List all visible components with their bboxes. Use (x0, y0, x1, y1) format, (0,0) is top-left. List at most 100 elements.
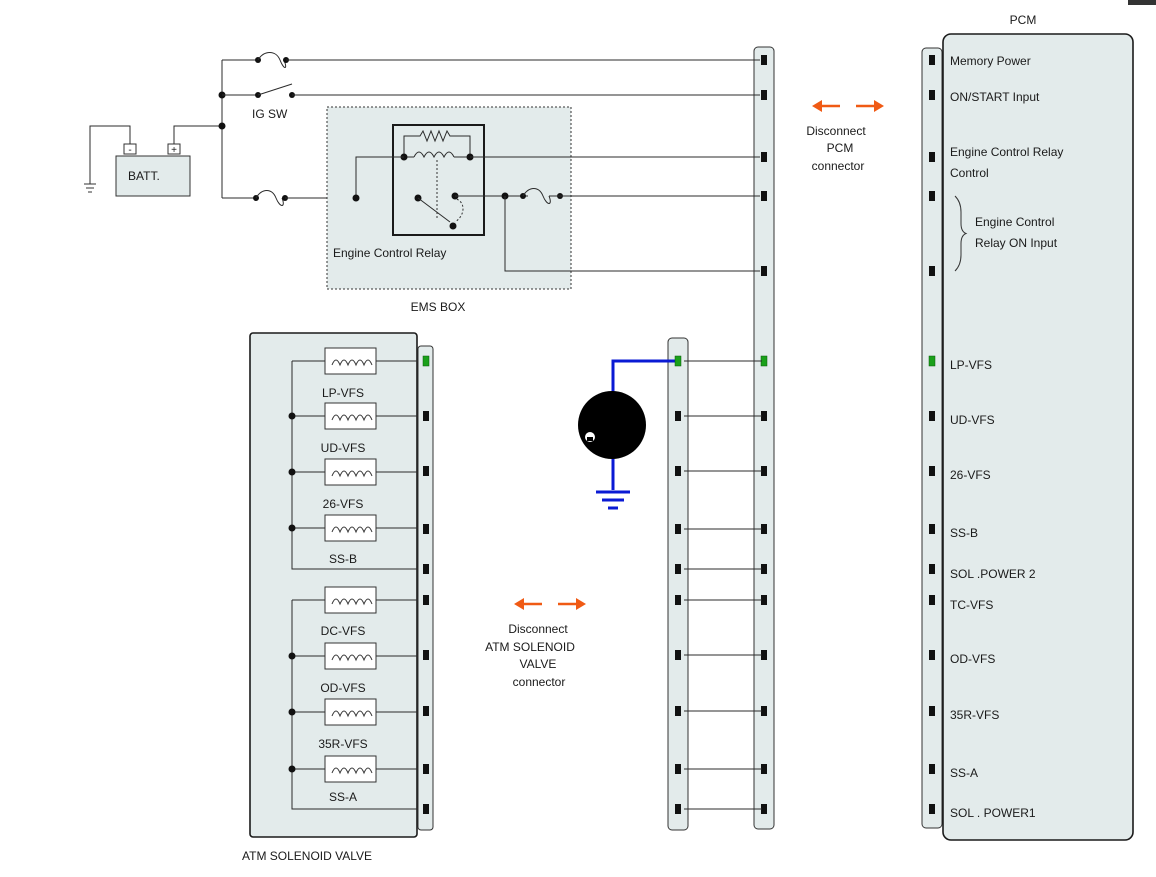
solenoid-coil-icon (324, 514, 377, 542)
atm-harness-pin[interactable] (675, 595, 681, 605)
atm-harness-pin[interactable] (675, 524, 681, 534)
atm-solenoid-pin[interactable] (423, 764, 429, 774)
pcm-harness-pin[interactable] (761, 650, 767, 660)
pcm-harness-pin[interactable] (761, 524, 767, 534)
ems-box: EMS BOX Engine Control Relay (326, 106, 760, 314)
pcm-pin-memory-power[interactable]: Memory Power (929, 54, 1031, 68)
pcm-harness-pin[interactable] (761, 706, 767, 716)
atm-harness-connector[interactable] (667, 337, 689, 831)
pcm-pin-label: UD-VFS (950, 413, 995, 427)
atm-harness-pin[interactable] (675, 764, 681, 774)
solenoid-label: 26-VFS (323, 497, 364, 511)
pcm-pin-ss-b[interactable]: SS-B (929, 524, 978, 540)
atm-solenoid-pin[interactable] (423, 466, 429, 476)
atm-harness-pin[interactable] (675, 650, 681, 660)
pcm-pin-ss-a[interactable]: SS-A (929, 764, 978, 780)
pcm-harness-pin[interactable] (761, 55, 767, 65)
pcm-body (942, 33, 1134, 841)
atm-harness-pin[interactable] (675, 706, 681, 716)
atm-solenoid-pin[interactable] (423, 804, 429, 814)
pcm-harness-pin[interactable] (761, 595, 767, 605)
solenoid-ss-b: SS-B (288, 514, 418, 566)
atm-solenoid-pin[interactable] (423, 524, 429, 534)
pcm-title: PCM (1010, 13, 1037, 27)
pcm-pin-terminal[interactable] (929, 466, 935, 476)
meter-probe-icon[interactable] (578, 391, 646, 459)
pcm-pin-terminal[interactable] (929, 764, 935, 774)
solenoid-35r-vfs: 35R-VFS (288, 698, 418, 751)
pcm-harness-pin[interactable] (761, 564, 767, 574)
atm-harness-pin[interactable] (675, 466, 681, 476)
pcm-pin-terminal[interactable] (929, 564, 935, 574)
pcm-pin-terminal[interactable] (929, 595, 935, 605)
pcm-pin-terminal[interactable] (929, 706, 935, 716)
pcm-pin-terminal[interactable] (929, 411, 935, 421)
disconnect-pcm-arrows-icon[interactable] (812, 100, 884, 112)
atm-solenoid-pin[interactable] (422, 355, 430, 367)
pcm-harness-pin[interactable] (761, 466, 767, 476)
pcm-pin-od-vfs[interactable]: OD-VFS (929, 650, 995, 666)
ground-icon (596, 490, 630, 510)
pcm-pin-label: Relay ON Input (975, 236, 1058, 250)
atm-solenoid-pin[interactable] (423, 411, 429, 421)
disconnect-atm-arrows-icon[interactable] (514, 598, 586, 610)
relay-output-fuse-icon (520, 188, 563, 204)
pcm-pin-35r-vfs[interactable]: 35R-VFS (929, 706, 999, 722)
pcm-pin-terminal[interactable] (929, 524, 935, 534)
pcm-pin-label: SOL . POWER1 (950, 806, 1036, 820)
pcm-pin-sol-power-2[interactable]: SOL .POWER 2 (929, 564, 1036, 581)
solenoid-label: LP-VFS (322, 386, 364, 400)
pcm-harness-connector[interactable] (753, 46, 775, 830)
pcm-harness-pin[interactable] (761, 764, 767, 774)
disconnect-atm-text-3: VALVE (520, 657, 557, 671)
meter-probe[interactable] (578, 359, 678, 510)
solenoid-label: SS-A (329, 790, 357, 804)
atm-solenoid-pin[interactable] (423, 564, 429, 574)
pcm-harness-pin[interactable] (761, 266, 767, 276)
pcm-pin-label: SS-A (950, 766, 978, 780)
solenoid-label: UD-VFS (321, 441, 366, 455)
pcm-pin-label: LP-VFS (950, 358, 992, 372)
pcm-pin-terminal[interactable] (928, 355, 936, 367)
solenoid-coil-icon (324, 755, 377, 783)
pcm-connector-strip[interactable] (921, 47, 943, 829)
pcm-pin-terminal[interactable] (929, 650, 935, 660)
solenoid-od-vfs: OD-VFS (288, 642, 418, 695)
pcm-harness-pin[interactable] (761, 90, 767, 100)
atm-solenoid-connector[interactable] (417, 345, 434, 831)
pcm-pin-terminal[interactable] (929, 804, 935, 814)
battery-label: BATT. (128, 169, 160, 183)
atm-solenoid-pin[interactable] (423, 650, 429, 660)
pcm-pin-ud-vfs[interactable]: UD-VFS (929, 411, 995, 427)
pcm-pin-terminal[interactable] (929, 55, 935, 65)
atm-harness-pin[interactable] (675, 411, 681, 421)
ig-switch-icon (255, 83, 295, 98)
pcm-pin-terminal[interactable] (929, 90, 935, 100)
atm-harness-pin[interactable] (674, 355, 682, 367)
pcm-pin-terminal[interactable] (929, 266, 935, 276)
atm-solenoid-pin[interactable] (423, 595, 429, 605)
disconnect-atm-text-1: Disconnect (508, 622, 568, 636)
pcm-pin-tc-vfs[interactable]: TC-VFS (929, 595, 993, 612)
pcm-pin-lp-vfs[interactable]: LP-VFS (928, 355, 992, 372)
pcm-pin-26-vfs[interactable]: 26-VFS (929, 466, 991, 482)
atm-harness-pin[interactable] (675, 804, 681, 814)
battery-plus-label: + (171, 145, 177, 156)
pcm-harness-pin[interactable] (761, 411, 767, 421)
pcm-harness-pin[interactable] (761, 804, 767, 814)
pcm-pin-on-start-input[interactable]: ON/START Input (929, 90, 1040, 104)
engine-control-relay (392, 124, 485, 236)
pcm-pin-terminal[interactable] (929, 152, 935, 162)
pcm-pin-terminal[interactable] (929, 191, 935, 201)
atm-harness-pin[interactable] (675, 564, 681, 574)
pcm-pin-sol-power1[interactable]: SOL . POWER1 (929, 804, 1036, 820)
pcm-harness-pin[interactable] (761, 152, 767, 162)
pcm-pin-label: Control (950, 166, 989, 180)
pcm-pin-label: 35R-VFS (950, 708, 999, 722)
atm-solenoid-pin[interactable] (423, 706, 429, 716)
pcm-harness-pin[interactable] (761, 191, 767, 201)
